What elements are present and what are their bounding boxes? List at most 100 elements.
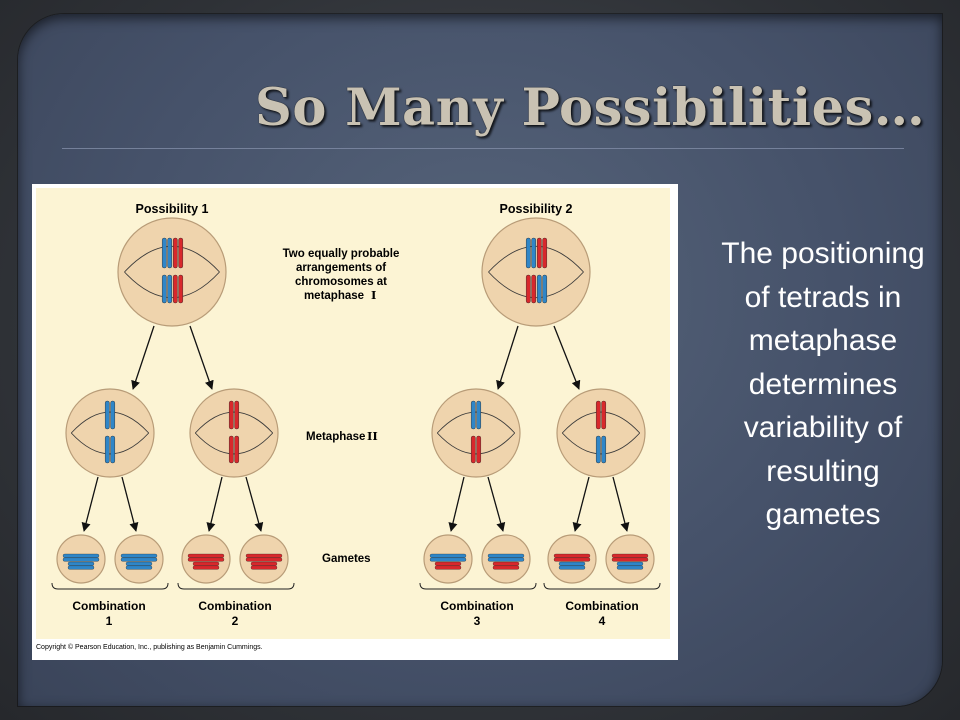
cells-layer [56, 217, 655, 584]
gamete-chromosome [192, 561, 220, 566]
arrow [206, 476, 223, 532]
gamete-chromosome [429, 553, 467, 558]
chromatid [172, 274, 178, 304]
chromatid [167, 237, 173, 269]
cell-membrane [189, 388, 279, 478]
gamete-combination-4b [605, 534, 655, 584]
metaphase-2-cell-3 [431, 388, 521, 478]
arrow [553, 325, 581, 390]
meiosis-figure: Possibility 1 Possibility 2 Two equally … [32, 184, 678, 660]
chromatid [161, 237, 167, 269]
gamete-chromosome [553, 553, 591, 558]
cell-membrane [556, 388, 646, 478]
metaphase-2-cell-1 [65, 388, 155, 478]
gamete-chromosome [250, 561, 278, 566]
combination-3-word: Combination [440, 599, 513, 613]
gamete-chromosome [187, 553, 225, 558]
spindle-fiber [70, 432, 150, 455]
combination-2-number: 2 [232, 614, 239, 628]
gamete-chromosome [429, 557, 467, 562]
chromatid [228, 435, 234, 464]
chromatid [178, 274, 184, 304]
combination-4-number: 4 [599, 614, 606, 628]
arrangements-line-1: Two equally probable [283, 248, 400, 260]
arrow [496, 325, 519, 390]
combination-bracket [419, 582, 537, 590]
gamete-chromosome [125, 565, 153, 570]
arrow [572, 476, 590, 532]
arrangements-line-3: chromosomes at [295, 276, 387, 288]
gamete-chromosome [616, 565, 644, 570]
metaphase-2-cell-4 [556, 388, 646, 478]
cell-membrane [431, 388, 521, 478]
gamete-chromosome [616, 561, 644, 566]
chromatid [537, 274, 542, 304]
metaphase-1-cell-possibility-2 [481, 217, 591, 327]
arrow [245, 476, 264, 532]
gamete-combination-3b [481, 534, 531, 584]
chromatid [596, 435, 601, 464]
chromatid [234, 435, 240, 464]
chromatid [476, 435, 482, 464]
gamete-chromosome [192, 565, 220, 570]
arrow [81, 476, 99, 532]
chromatid [110, 400, 115, 430]
metaphase-2-label: Metaphase [306, 431, 365, 443]
slide-title: So Many Possibilities… [255, 78, 926, 138]
gamete-chromosome [67, 565, 95, 570]
gamete-chromosome [187, 557, 225, 562]
combination-1-number: 1 [106, 614, 113, 628]
gamete-chromosome [611, 553, 649, 558]
chromatid [542, 274, 548, 304]
copyright-notice: Copyright © Pearson Education, Inc., pub… [36, 644, 263, 651]
arrangements-line-4: metaphase [304, 290, 364, 302]
gamete-chromosome [62, 553, 100, 558]
spindle-fiber [194, 432, 274, 455]
spindle-fiber [561, 432, 641, 455]
arrow [121, 476, 139, 532]
combination-bracket [51, 582, 169, 590]
chromatid [601, 435, 606, 464]
gamete-combination-4a [547, 534, 597, 584]
body-text: The positioning of tetrads in metaphase … [721, 237, 925, 531]
chromatid [178, 237, 184, 269]
arrow [189, 325, 214, 390]
chromatid [471, 400, 476, 430]
combination-2-word: Combination [198, 599, 271, 613]
arrangements-line-2: arrangements of [296, 262, 386, 274]
gamete-chromosome [492, 565, 520, 570]
chromatid [471, 435, 476, 464]
combination-4-word: Combination [565, 599, 638, 613]
gametes-label: Gametes [322, 553, 371, 565]
combination-bracket [543, 582, 661, 590]
arrow [612, 476, 630, 532]
chromatid [542, 237, 548, 269]
chromatid [596, 400, 601, 430]
chromatid [172, 237, 178, 269]
gamete-combination-3a [423, 534, 473, 584]
arrow [487, 476, 506, 532]
chromatid [104, 400, 110, 430]
chromatid [110, 435, 115, 464]
gamete-combination-2a [181, 534, 231, 584]
possibility-1-label: Possibility 1 [136, 202, 209, 216]
cell-membrane [481, 217, 591, 327]
chromatid [601, 400, 606, 430]
cell-membrane [65, 388, 155, 478]
combination-3-number: 3 [474, 614, 481, 628]
title-divider [62, 148, 904, 149]
gamete-chromosome [434, 561, 462, 566]
gamete-combination-1b [114, 534, 164, 584]
gamete-chromosome [250, 565, 278, 570]
metaphase-1-cell-possibility-1 [117, 217, 227, 327]
arrows-layer [81, 325, 630, 532]
gamete-chromosome [553, 557, 591, 562]
brackets-layer [51, 582, 661, 590]
chromatid [537, 237, 542, 269]
chromatid [526, 274, 531, 304]
spindle-fiber [561, 411, 641, 434]
combination-1-word: Combination [72, 599, 145, 613]
chromatid [526, 237, 531, 269]
chromatid [104, 435, 110, 464]
gamete-chromosome [245, 553, 283, 558]
